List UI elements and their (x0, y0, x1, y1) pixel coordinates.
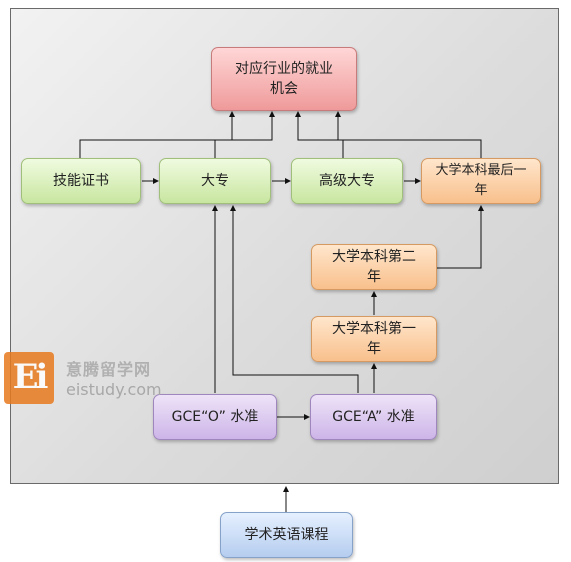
logo-url: eistudy.com (66, 380, 162, 399)
node-bachelor-final-label: 大学本科最后一 年 (435, 163, 527, 198)
node-gce-a: GCE“A” 水准 (310, 394, 437, 440)
node-gce-a-label: GCE“A” 水准 (332, 409, 415, 425)
node-college-label: 大专 (201, 173, 229, 189)
node-college: 大专 (159, 158, 271, 204)
node-higher-college-label: 高级大专 (319, 173, 375, 189)
logo-mark: Ei (4, 352, 54, 404)
node-higher-college: 高级大专 (291, 158, 403, 204)
node-bachelor-final: 大学本科最后一 年 (421, 158, 541, 204)
node-gce-o: GCE“O” 水准 (153, 394, 277, 440)
node-employment-label: 对应行业的就业 机会 (235, 61, 333, 97)
node-skill-cert-label: 技能证书 (53, 173, 109, 189)
node-bachelor-2-label: 大学本科第二 年 (332, 249, 416, 285)
node-employment: 对应行业的就业 机会 (211, 47, 357, 111)
edge-b2-to-final (437, 205, 484, 269)
node-academic-english-label: 学术英语课程 (244, 527, 329, 543)
edge-higher-to-employment (295, 111, 344, 158)
edge-college-to-employment (214, 111, 275, 158)
node-bachelor-2: 大学本科第二 年 (311, 244, 437, 290)
node-bachelor-1: 大学本科第一 年 (311, 316, 437, 362)
edge-gcea-to-college (230, 205, 359, 393)
node-bachelor-1-label: 大学本科第一 年 (332, 321, 416, 357)
watermark-logo: Ei 意腾留学网 eistudy.com (4, 352, 174, 408)
edge-final-to-employment (335, 111, 482, 158)
node-skill-cert: 技能证书 (21, 158, 141, 204)
edge-skillcert-to-employment (79, 111, 235, 158)
node-academic-english: 学术英语课程 (220, 512, 353, 558)
logo-name: 意腾留学网 (66, 360, 152, 379)
node-gce-o-label: GCE“O” 水准 (171, 409, 259, 425)
